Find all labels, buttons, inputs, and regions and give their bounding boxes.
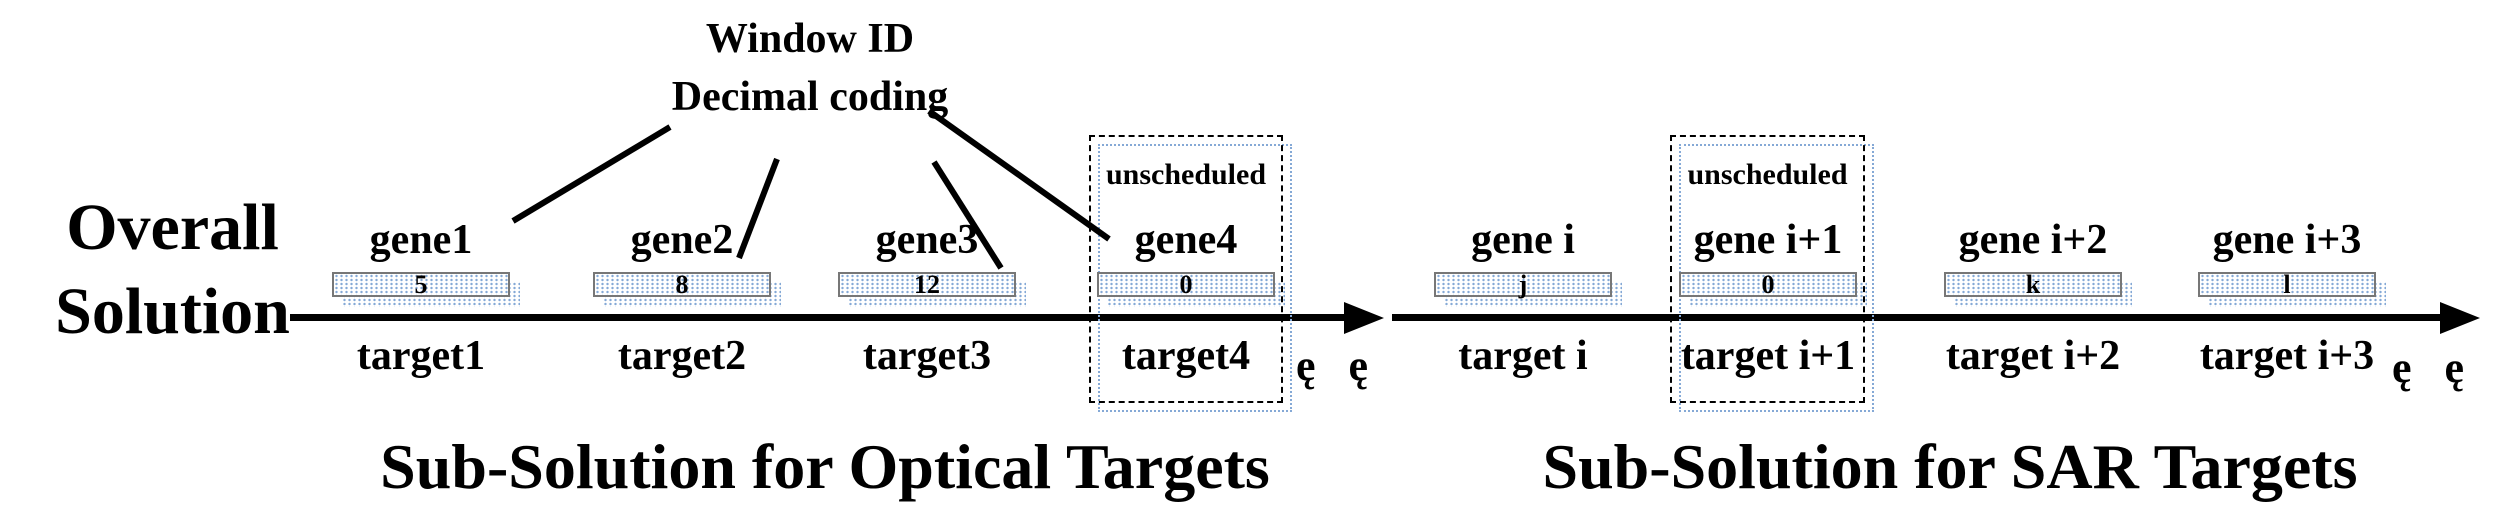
unscheduled-box-optical bbox=[1089, 135, 1283, 403]
gene-box: 12 bbox=[838, 270, 1016, 299]
gene-unit-4: gene4 0 target4 bbox=[1097, 0, 1285, 400]
optical-axis-arrowhead bbox=[1344, 302, 1384, 334]
gene-box: 0 bbox=[1097, 270, 1275, 299]
overall-solution-label: Overall Solution bbox=[0, 186, 345, 354]
gene-label: gene4 bbox=[1134, 217, 1238, 263]
gene-value: l bbox=[2283, 270, 2291, 299]
coding-annotation-line2: Decimal coding bbox=[671, 74, 949, 120]
gene-value: 0 bbox=[1761, 270, 1775, 299]
callout-line-gene3 bbox=[931, 160, 1004, 270]
gene-unit-i: gene i j target i bbox=[1434, 0, 1622, 400]
gene-box: k bbox=[1944, 270, 2122, 299]
gene-value: k bbox=[2025, 270, 2041, 299]
gene-label: gene i+3 bbox=[2212, 217, 2362, 263]
optical-axis-line bbox=[290, 314, 1346, 321]
gene-box: 8 bbox=[593, 270, 771, 299]
target-label: target4 bbox=[1121, 333, 1251, 379]
caption-sar: Sub-Solution for SAR Targets bbox=[1542, 431, 2358, 502]
gene-value: 0 bbox=[1179, 270, 1193, 299]
gene-unit-1: gene1 5 target1 bbox=[332, 0, 520, 400]
target-label: target i+3 bbox=[2199, 333, 2375, 379]
target-label: target i+1 bbox=[1680, 333, 1856, 379]
ellipsis-sar: ę ę bbox=[2392, 343, 2465, 392]
overall-solution-line1: Overall bbox=[66, 191, 279, 264]
ellipsis-optical: ę ę bbox=[1296, 341, 1369, 390]
coding-annotation-line1: Window ID bbox=[705, 16, 915, 62]
unscheduled-label-optical: unscheduled bbox=[1105, 158, 1267, 191]
gene-box: 5 bbox=[332, 270, 510, 299]
callout-line-gene1 bbox=[511, 124, 672, 224]
gene-label: gene1 bbox=[369, 217, 473, 263]
gene-unit-i2: gene i+2 k target i+2 bbox=[1944, 0, 2132, 400]
gene-unit-3: gene3 12 target3 bbox=[838, 0, 1026, 400]
sar-axis-line bbox=[1392, 314, 2440, 321]
target-label: target3 bbox=[862, 333, 992, 379]
gene-label: gene i+1 bbox=[1693, 217, 1843, 263]
sar-axis-arrowhead bbox=[2440, 302, 2480, 334]
coding-annotation: Window ID Decimal coding bbox=[600, 10, 1020, 126]
target-label: target2 bbox=[617, 333, 747, 379]
gene-label: gene3 bbox=[875, 217, 979, 263]
gene-value: j bbox=[1518, 270, 1528, 299]
gene-unit-i3: gene i+3 l target i+3 bbox=[2198, 0, 2386, 400]
gene-box: j bbox=[1434, 270, 1612, 299]
gene-box: l bbox=[2198, 270, 2376, 299]
gene-label: gene i+2 bbox=[1958, 217, 2108, 263]
gene-box: 0 bbox=[1679, 270, 1857, 299]
gene-value: 12 bbox=[914, 270, 940, 299]
gene-label: gene2 bbox=[630, 217, 734, 263]
overall-solution-line2: Solution bbox=[55, 275, 290, 348]
gene-unit-2: gene2 8 target2 bbox=[593, 0, 781, 400]
callout-line-gene4 bbox=[927, 108, 1111, 242]
gene-unit-i1: gene i+1 0 target i+1 bbox=[1679, 0, 1867, 400]
gene-label: gene i bbox=[1471, 217, 1575, 263]
unscheduled-label-sar: unscheduled bbox=[1687, 158, 1848, 191]
target-label: target1 bbox=[356, 333, 486, 379]
unscheduled-box-sar bbox=[1670, 135, 1865, 403]
callout-line-gene2 bbox=[736, 157, 780, 260]
gene-value: 5 bbox=[414, 270, 428, 299]
caption-optical: Sub-Solution for Optical Targets bbox=[380, 431, 1270, 502]
gene-value: 8 bbox=[675, 270, 689, 299]
target-label: target i+2 bbox=[1945, 333, 2121, 379]
target-label: target i bbox=[1458, 333, 1588, 379]
